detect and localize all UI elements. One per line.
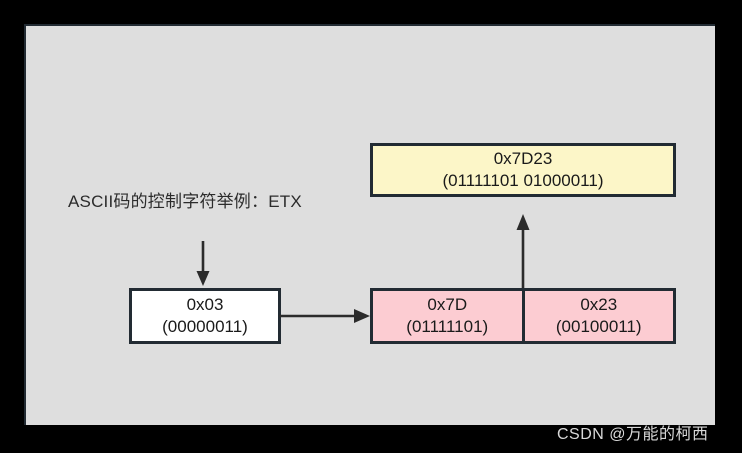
result-box: 0x7D23 (01111101 01000011) — [370, 143, 676, 197]
arrow-up-icon — [516, 214, 530, 288]
result-box-binary: (01111101 01000011) — [442, 171, 604, 190]
escaped-bytes-divider — [521, 291, 525, 341]
diagram-caption: ASCII码的控制字符举例：ETX — [68, 192, 302, 211]
source-box-binary: (00000011) — [162, 317, 248, 336]
source-box: 0x03 (00000011) — [129, 288, 281, 344]
escaped-byte-1-binary: (01111101) — [406, 317, 489, 336]
escaped-byte-2-binary: (00100011) — [555, 317, 642, 336]
escaped-byte-cell-2: 0x23 (00100011) — [525, 291, 674, 341]
escaped-byte-1-hex: 0x7D — [427, 295, 468, 315]
escaped-bytes-box: 0x7D (01111101) 0x23 (00100011) — [370, 288, 676, 344]
escaped-byte-2-hex: 0x23 — [580, 295, 618, 315]
source-box-hex: 0x03 — [186, 295, 224, 315]
arrow-down-icon — [196, 241, 210, 286]
arrow-right-icon — [279, 309, 370, 323]
csdn-watermark: CSDN @万能的柯西 — [557, 426, 709, 443]
escaped-byte-cell-1: 0x7D (01111101) — [373, 291, 522, 341]
result-box-hex: 0x7D23 — [493, 149, 553, 169]
diagram-canvas: ASCII码的控制字符举例：ETX 0x7D23 (01111101 01000… — [24, 24, 715, 425]
